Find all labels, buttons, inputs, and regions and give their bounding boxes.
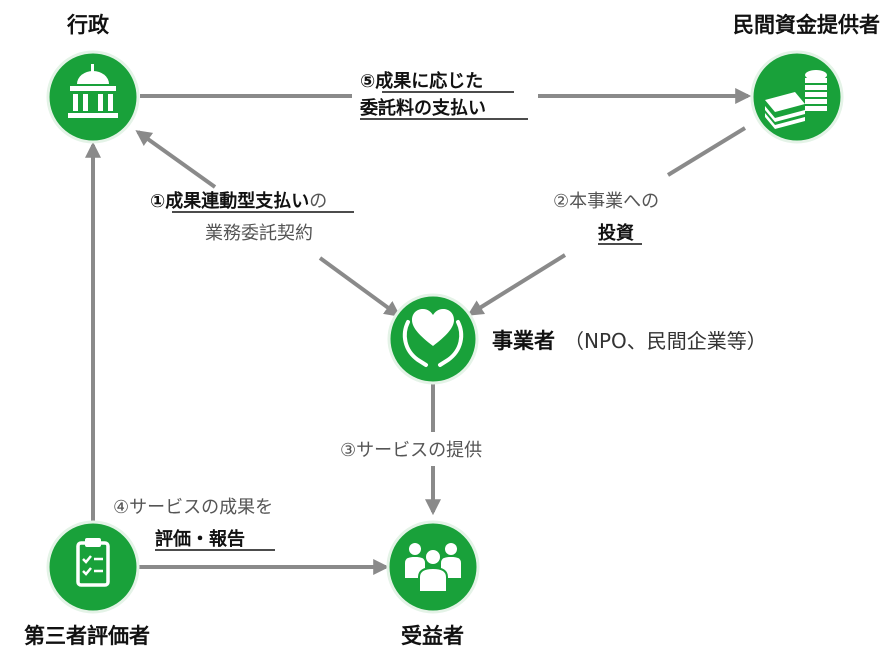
evaluator-node <box>46 520 140 614</box>
money-stack-icon <box>765 70 827 129</box>
investment-label-line2: 投資 <box>598 222 634 244</box>
contract-arrow-to-provider <box>318 256 401 317</box>
provider-sublabel: （NPO、民間企業等） <box>564 329 767 353</box>
investor-label: 民間資金提供者 <box>733 13 880 37</box>
investment-arrow-lower <box>467 253 567 316</box>
investment-arrow-upper <box>666 126 747 177</box>
payment-label: ⑤成果に応じた 委託料の支払い <box>352 64 538 126</box>
investor-node <box>750 50 844 144</box>
clipboard-checklist-icon <box>76 538 110 587</box>
evaluation-label-line2: 評価・報告 <box>155 528 245 550</box>
government-label: 行政 <box>66 13 110 37</box>
evaluation-label: ④サービスの成果を 評価・報告 <box>113 497 275 551</box>
contract-label-line2: 業務委託契約 <box>205 223 313 244</box>
contract-label-tail: の <box>309 191 327 212</box>
government-building-icon <box>68 64 118 118</box>
payment-label-line1: ⑤成果に応じた <box>360 70 483 92</box>
investment-label-line1: ②本事業への <box>553 191 659 212</box>
service-label: ③サービスの提供 <box>340 440 482 461</box>
beneficiary-node <box>386 520 480 614</box>
provider-label: 事業者 <box>492 329 555 353</box>
payment-label-line2: 委託料の支払い <box>359 97 486 119</box>
contract-label: ①成果連動型支払いの 業務委託契約 <box>150 190 354 244</box>
evaluator-label: 第三者評価者 <box>24 624 150 648</box>
heart-hands-icon <box>402 309 464 367</box>
provider-node <box>387 293 479 385</box>
contract-label-emphasis: ①成果連動型支払い <box>150 190 309 212</box>
people-group-icon <box>405 543 461 593</box>
contract-label-line1: ①成果連動型支払いの <box>150 190 327 212</box>
beneficiary-label: 受益者 <box>401 624 464 648</box>
evaluation-label-line1: ④サービスの成果を <box>113 497 273 518</box>
government-node <box>46 50 140 144</box>
investment-label: ②本事業への 投資 <box>553 191 659 245</box>
contract-arrow-to-government <box>135 130 217 189</box>
